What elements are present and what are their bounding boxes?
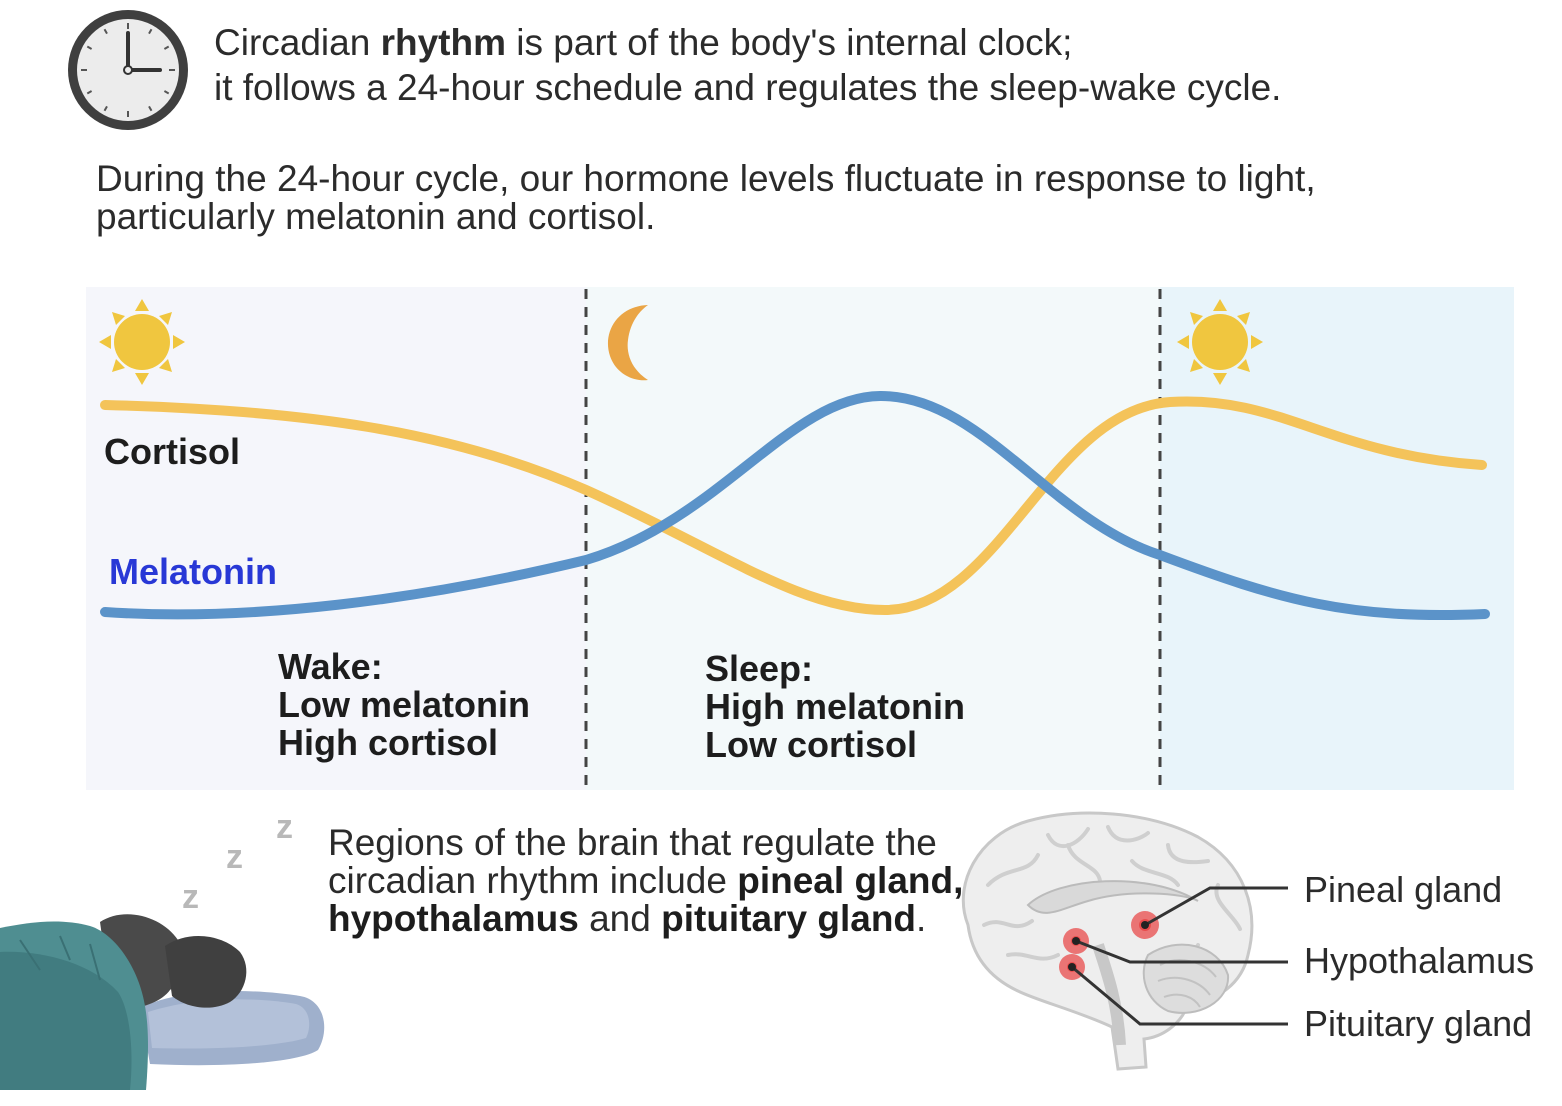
pineal-gland-label: Pineal gland [1304, 869, 1503, 910]
wake-state: Wake: Low melatonin High cortisol [278, 648, 530, 762]
intro-bold-word: rhythm [380, 22, 506, 63]
wake-state-line-2: High cortisol [278, 722, 499, 763]
regions-bold-part: pituitary gland [661, 898, 917, 939]
cortisol-curve [100, 396, 1487, 616]
melatonin-label: Melatonin [109, 551, 277, 592]
regions-text-part: and [578, 898, 662, 939]
intro-line-2: it follows a 24-hour schedule and regula… [214, 67, 1282, 108]
sun-icon [1177, 299, 1263, 385]
lead-line-1: During the 24-hour cycle, our hormone le… [96, 158, 1316, 199]
lead-text: During the 24-hour cycle, our hormone le… [96, 160, 1316, 236]
regions-text-part: Regions of the brain that regulate the c… [328, 822, 937, 901]
lead-line-2: particularly melatonin and cortisol. [96, 196, 656, 237]
intro-text: Circadian rhythm is part of the body's i… [214, 20, 1281, 110]
regions-bold-part: pineal gland, hypothalamus [328, 860, 964, 939]
wake-state-line-1: Low melatonin [278, 684, 530, 725]
clock-icon [68, 10, 188, 130]
zzz-1: z [182, 878, 199, 916]
sleep-state-line-2: Low cortisol [705, 724, 918, 765]
hypothalamus-label: Hypothalamus [1304, 940, 1535, 981]
melatonin-curve [100, 390, 1490, 621]
sun-icon [99, 299, 185, 385]
regions-text-part: . [916, 898, 927, 939]
sleeping-person-icon [0, 914, 325, 1090]
moon-icon [607, 305, 648, 381]
intro-text-part: is part of the body's internal clock; [505, 22, 1073, 63]
sleep-state-title: Sleep: [705, 648, 814, 689]
intro-text-part: Circadian [214, 22, 381, 63]
zzz-2: z [226, 838, 243, 876]
wake-state-title: Wake: [278, 646, 383, 687]
intro-line-1: Circadian rhythm is part of the body's i… [214, 20, 1281, 65]
morning-zone [1160, 287, 1514, 790]
zzz-3: z [276, 808, 293, 846]
sleep-state-line-1: High melatonin [705, 686, 965, 727]
regions-text: Regions of the brain that regulate the c… [328, 824, 968, 938]
pituitary-gland-label: Pituitary gland [1304, 1003, 1533, 1044]
sleep-state: Sleep: High melatonin Low cortisol [705, 650, 965, 764]
cortisol-label: Cortisol [104, 431, 241, 472]
